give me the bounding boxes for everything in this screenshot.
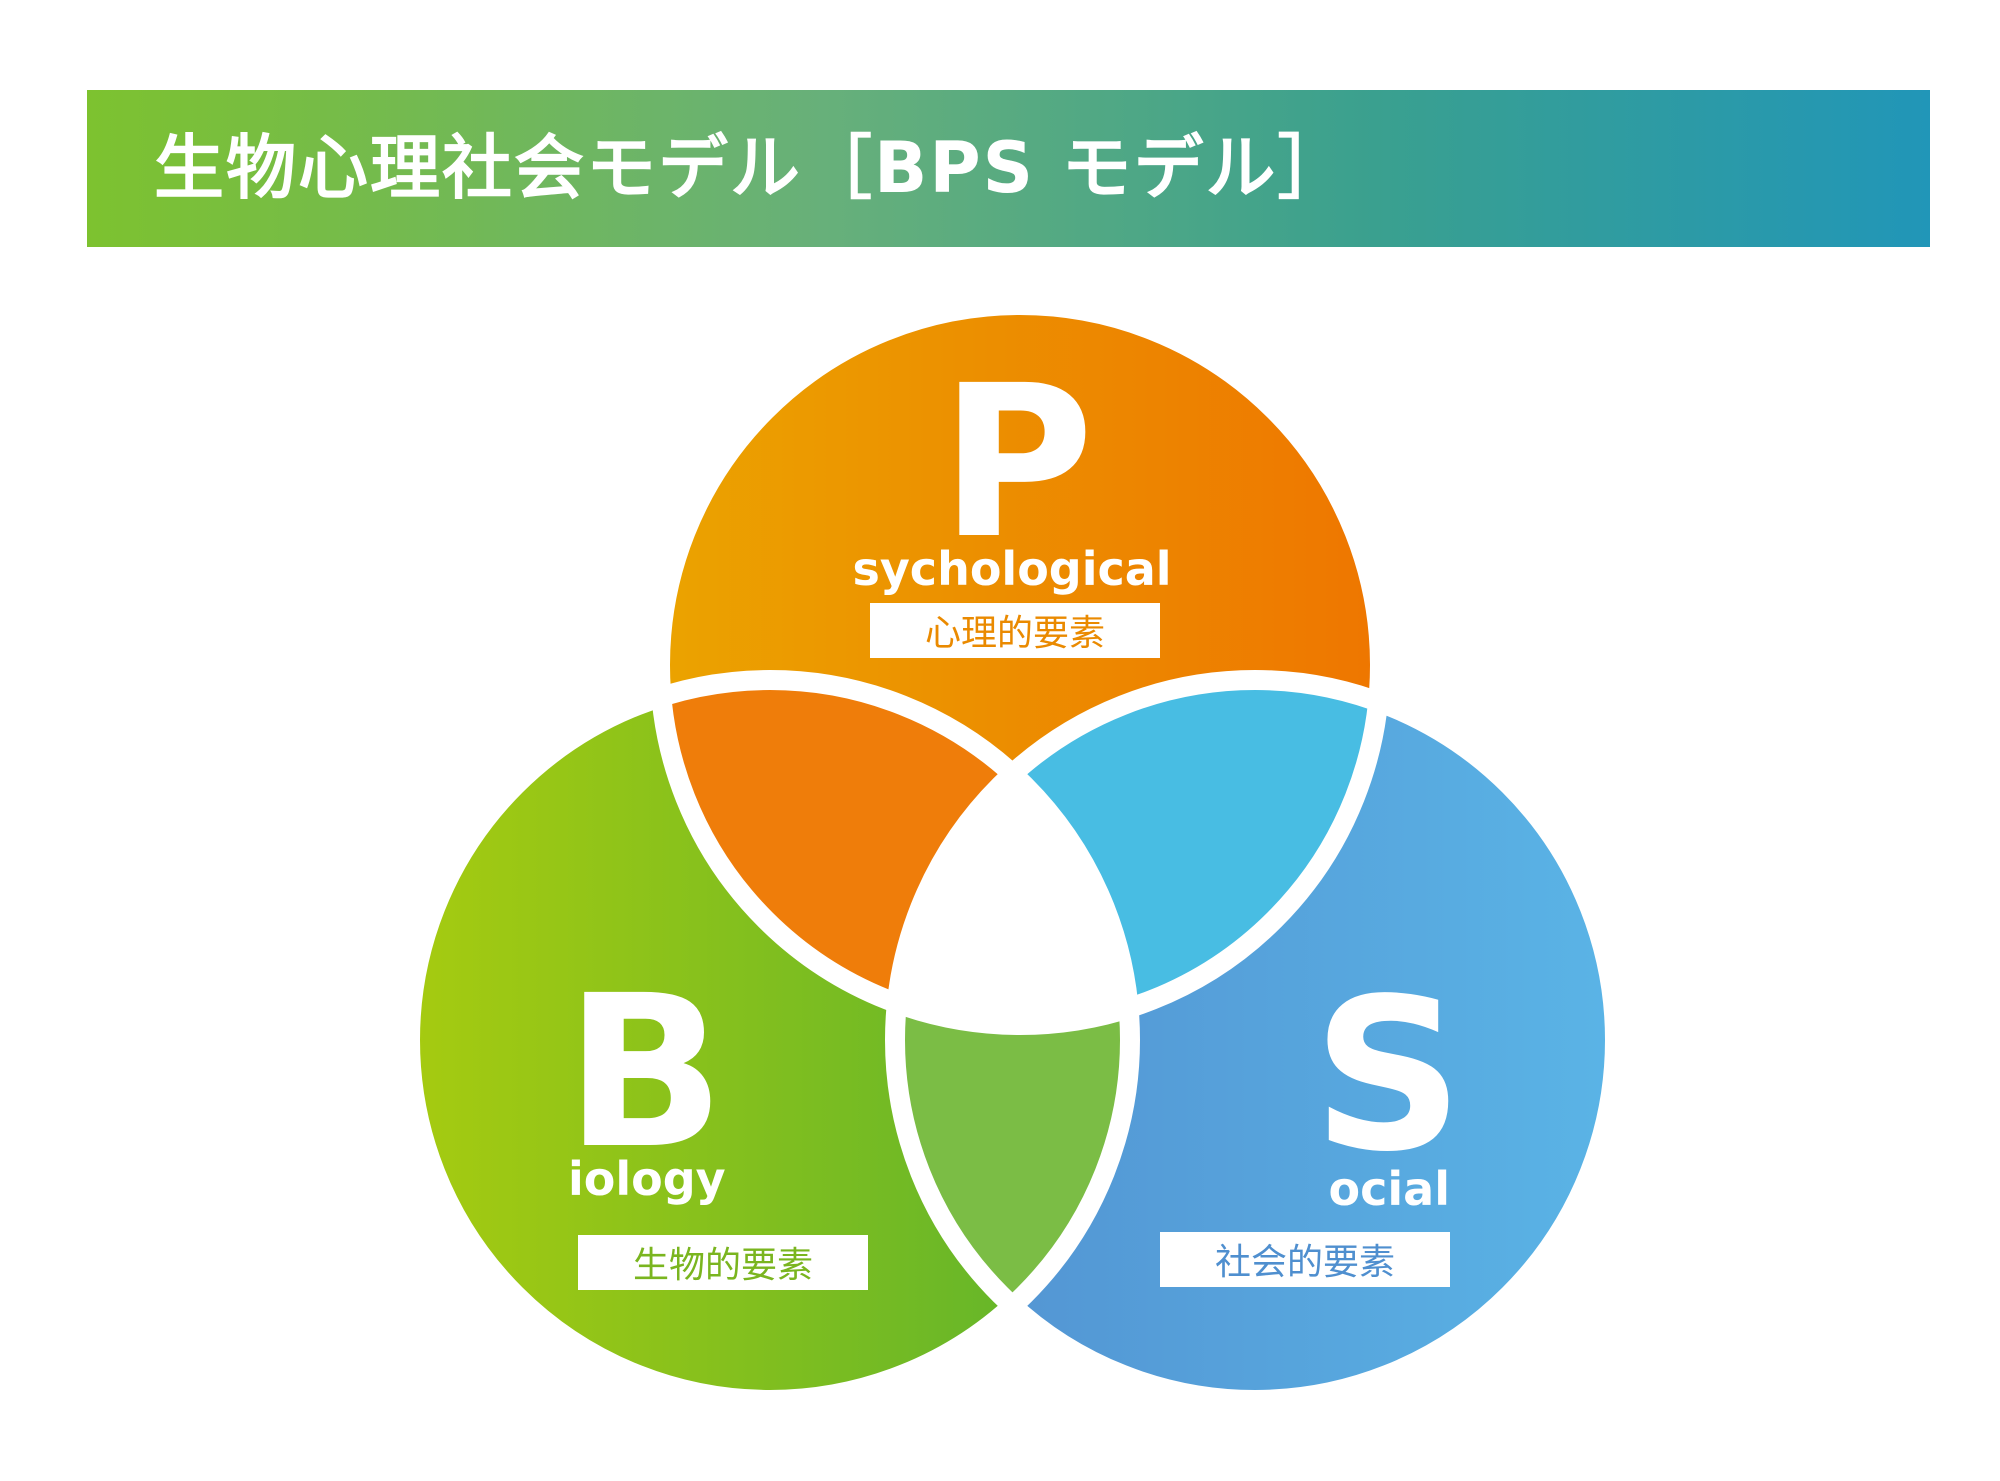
psychological-letter: P — [940, 340, 1094, 585]
psychological-tag: 心理的要素 — [925, 613, 1105, 654]
biology-letter: B — [565, 950, 725, 1195]
social-circle-outline — [885, 670, 1625, 1410]
biology-circle-outline — [400, 670, 1140, 1410]
psychological-word: sychological — [852, 542, 1171, 596]
social-word: ocial — [1329, 1162, 1450, 1216]
social-tag-box — [1160, 1232, 1450, 1287]
psychological-circle-outline — [650, 295, 1390, 1035]
social-letter: S — [1312, 953, 1463, 1198]
psychological-tag-box — [870, 603, 1160, 658]
social-tag: 社会的要素 — [1215, 1242, 1395, 1283]
page-title: 生物心理社会モデル［BPS モデル］ — [154, 127, 1350, 209]
title-banner: 生物心理社会モデル［BPS モデル］ — [87, 90, 1930, 247]
biology-tag: 生物的要素 — [633, 1245, 813, 1286]
biology-word: iology — [568, 1152, 726, 1206]
biology-tag-box — [578, 1235, 868, 1290]
